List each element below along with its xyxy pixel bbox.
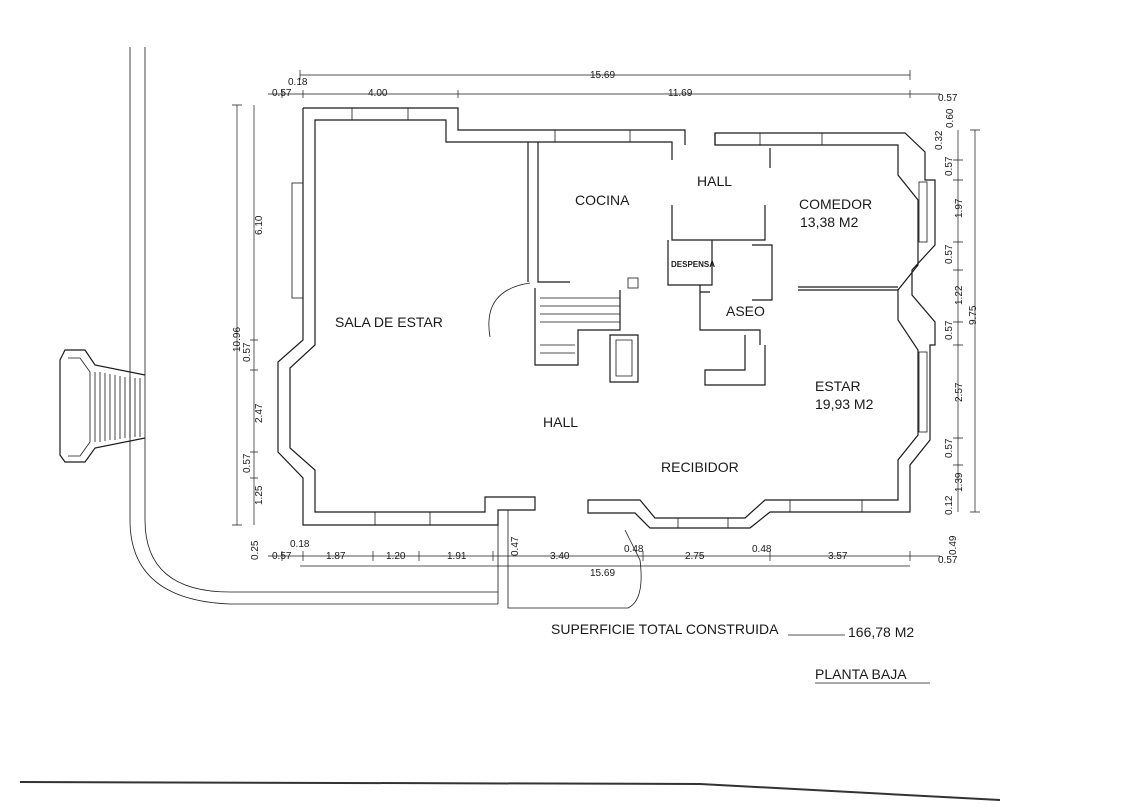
dim-left-057a: 0.57 — [242, 342, 253, 362]
dim-bottom-048a: 0.48 — [624, 544, 644, 555]
dim-right-032: 0.32 — [934, 130, 945, 150]
dim-bottom-047: 0.47 — [510, 536, 521, 556]
top-dimensions — [268, 70, 940, 98]
dim-left-247: 2.47 — [254, 403, 265, 423]
dim-bottom-025: 0.25 — [250, 540, 261, 560]
dim-right-257: 2.57 — [954, 382, 965, 402]
dim-top-057-right: 0.57 — [938, 93, 958, 104]
dim-bottom-275: 2.75 — [685, 551, 705, 562]
interior-walls — [488, 142, 898, 386]
dim-bottom-048b: 0.48 — [752, 544, 772, 555]
room-label-hall-center: HALL — [543, 414, 578, 430]
room-area-comedor: 13,38 M2 — [800, 214, 859, 230]
dim-left-057b: 0.57 — [242, 453, 253, 473]
plan-title: PLANTA BAJA — [815, 666, 907, 682]
dim-bottom-357: 3.57 — [828, 551, 848, 562]
dim-right-060: 0.60 — [945, 108, 956, 128]
bottom-dimensions — [268, 551, 940, 567]
dim-top-1169: 11.69 — [668, 88, 693, 99]
dim-right-total: 9.75 — [968, 305, 979, 325]
dim-right-197: 1.97 — [954, 198, 965, 218]
dim-bottom-340: 3.40 — [550, 551, 570, 562]
room-label-sala-de-estar: SALA DE ESTAR — [335, 314, 443, 330]
dim-bottom-187: 1.87 — [326, 551, 346, 562]
dim-right-057d: 0.57 — [944, 438, 955, 458]
surface-label: SUPERFICIE TOTAL CONSTRUIDA — [551, 621, 779, 637]
dim-bottom-018: 0.18 — [290, 539, 310, 550]
windows — [291, 108, 928, 528]
site-boundary-outer — [129, 47, 498, 605]
room-label-recibidor: RECIBIDOR — [661, 459, 739, 475]
dim-right-012: 0.12 — [944, 495, 955, 515]
dim-left-total: 10.96 — [232, 327, 243, 352]
dim-top-018: 0.18 — [288, 77, 308, 88]
dim-bottom-120: 1.20 — [386, 551, 406, 562]
dim-top-400: 4.00 — [368, 88, 388, 99]
right-dimensions — [953, 129, 980, 513]
dim-bottom-total: 15.69 — [590, 568, 615, 579]
dim-right-057c: 0.57 — [944, 320, 955, 340]
room-area-estar: 19,93 M2 — [815, 396, 874, 412]
dim-right-122: 1.22 — [954, 285, 965, 305]
site-boundary-inner — [144, 47, 498, 593]
dim-right-049: 0.49 — [948, 535, 959, 555]
dim-right-139: 1.39 — [954, 472, 965, 492]
surface-value: 166,78 M2 — [848, 624, 914, 640]
dim-right-057b: 0.57 — [944, 244, 955, 264]
room-label-hall-top: HALL — [697, 173, 732, 189]
dim-bottom-191: 1.91 — [447, 551, 467, 562]
dim-top-total: 15.69 — [590, 70, 615, 81]
exterior-walls — [277, 107, 936, 529]
scan-edge — [19, 781, 1001, 801]
room-label-cocina: COCINA — [575, 192, 630, 208]
dim-right-057a: 0.57 — [944, 156, 955, 176]
room-label-aseo: ASEO — [726, 303, 765, 319]
dim-bottom-057-left: 0.57 — [272, 551, 292, 562]
room-label-estar: ESTAR — [815, 378, 861, 394]
dim-left-610: 6.10 — [254, 215, 265, 235]
left-dimensions — [232, 104, 258, 526]
dim-bottom-057-right: 0.57 — [938, 555, 958, 566]
exterior-steps — [59, 349, 146, 463]
room-label-despensa: DESPENSA — [671, 260, 715, 269]
dim-left-125: 1.25 — [254, 485, 265, 505]
room-label-comedor: COMEDOR — [799, 196, 872, 212]
entrance-walkway — [497, 510, 642, 609]
dim-top-057-left: 0.57 — [272, 88, 292, 99]
